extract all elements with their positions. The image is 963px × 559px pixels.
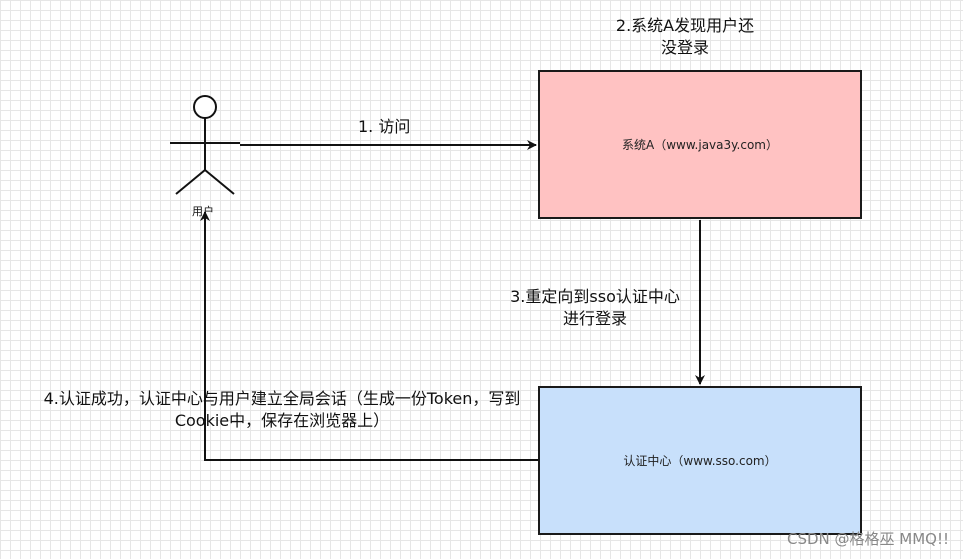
arrow-auth-success bbox=[200, 211, 538, 461]
user-actor-icon bbox=[170, 95, 240, 195]
system-a-label: 系统A（www.java3y.com） bbox=[622, 138, 778, 152]
user-label: 用户 bbox=[192, 205, 214, 218]
step-2-line-2: 没登录 bbox=[660, 38, 709, 57]
step-4-line-2: Cookie中，保存在浏览器上） bbox=[174, 411, 390, 430]
system-a-box: 系统A（www.java3y.com） bbox=[538, 70, 862, 219]
step-2-label: 2.系统A发现用户还 没登录 bbox=[600, 15, 770, 59]
step-4-label: 4.认证成功，认证中心与用户建立全局会话（生成一份Token，写到 Cookie… bbox=[12, 388, 552, 432]
step-1-label: 1. 访问 bbox=[358, 117, 411, 136]
sso-center-box: 认证中心（www.sso.com） bbox=[538, 386, 862, 535]
step-2-line-1: 2.系统A发现用户还 bbox=[615, 16, 755, 35]
step-3-line-1: 3.重定向到sso认证中心 bbox=[510, 287, 680, 306]
step-4-line-1: 4.认证成功，认证中心与用户建立全局会话（生成一份Token，写到 bbox=[43, 389, 521, 408]
step-3-label: 3.重定向到sso认证中心 进行登录 bbox=[490, 286, 700, 330]
watermark: CSDN @格格巫 MMQ!! bbox=[786, 530, 949, 548]
step-3-line-2: 进行登录 bbox=[562, 309, 627, 328]
sso-center-label: 认证中心（www.sso.com） bbox=[623, 454, 777, 468]
